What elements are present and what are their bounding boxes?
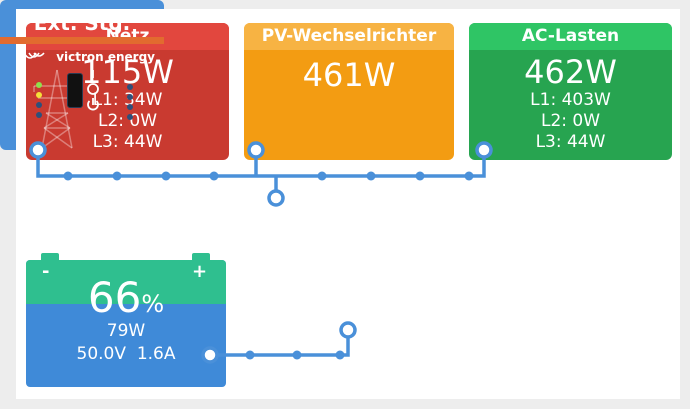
battery-soc-unit: %: [141, 290, 165, 318]
grid-power: 115W: [81, 53, 174, 91]
battery-minus-label: -: [42, 261, 50, 282]
battery-terminal-plus: [192, 253, 210, 260]
status-leds: [36, 82, 133, 120]
grid-tile[interactable]: Netz 115W L1: 34W L2: 0W L3: 44W: [26, 23, 229, 160]
ac-loads-tile[interactable]: AC-Lasten 462W L1: 403W L2: 0W L3: 44W: [469, 23, 672, 160]
power-switch-icon: [87, 70, 99, 111]
ac-l1: L1: 403W: [530, 90, 611, 110]
inverter-switch[interactable]: [67, 73, 83, 108]
ac-title: AC-Lasten: [469, 23, 672, 50]
pv-title: PV-Wechselrichter: [244, 23, 454, 50]
battery-current: 1.6A: [136, 344, 176, 364]
ac-l3: L3: 44W: [535, 132, 606, 152]
victron-logo-text: victron energy: [56, 50, 156, 64]
battery-plus-label: +: [192, 261, 208, 282]
grid-l1: L1: 34W: [92, 90, 163, 110]
grid-l3: L3: 44W: [92, 132, 163, 152]
pv-power: 461W: [302, 56, 396, 94]
victron-logo-icon: [23, 51, 45, 59]
ac-power: 462W: [524, 53, 617, 91]
grid-l2: L2: 0W: [97, 111, 158, 131]
battery-terminal-minus: [41, 253, 59, 260]
battery-tile[interactable]: - + 66% 79W 50.0V 1.6A: [26, 260, 226, 387]
ac-l2: L2: 0W: [540, 111, 601, 131]
victron-logo: victron energy: [22, 50, 155, 65]
battery-power: 79W: [106, 321, 146, 341]
battery-soc: 66%: [26, 274, 226, 328]
battery-soc-fill: [26, 260, 226, 304]
battery-soc-value: 66: [87, 273, 142, 322]
battery-voltage: 50.0V: [76, 344, 126, 364]
pv-inverter-tile[interactable]: PV-Wechselrichter 461W: [244, 23, 454, 160]
inverter-title: Ext. Stg.: [33, 11, 131, 35]
battery-voltage-current: 50.0V 1.6A: [26, 344, 226, 364]
inverter-stripe: [0, 37, 164, 44]
